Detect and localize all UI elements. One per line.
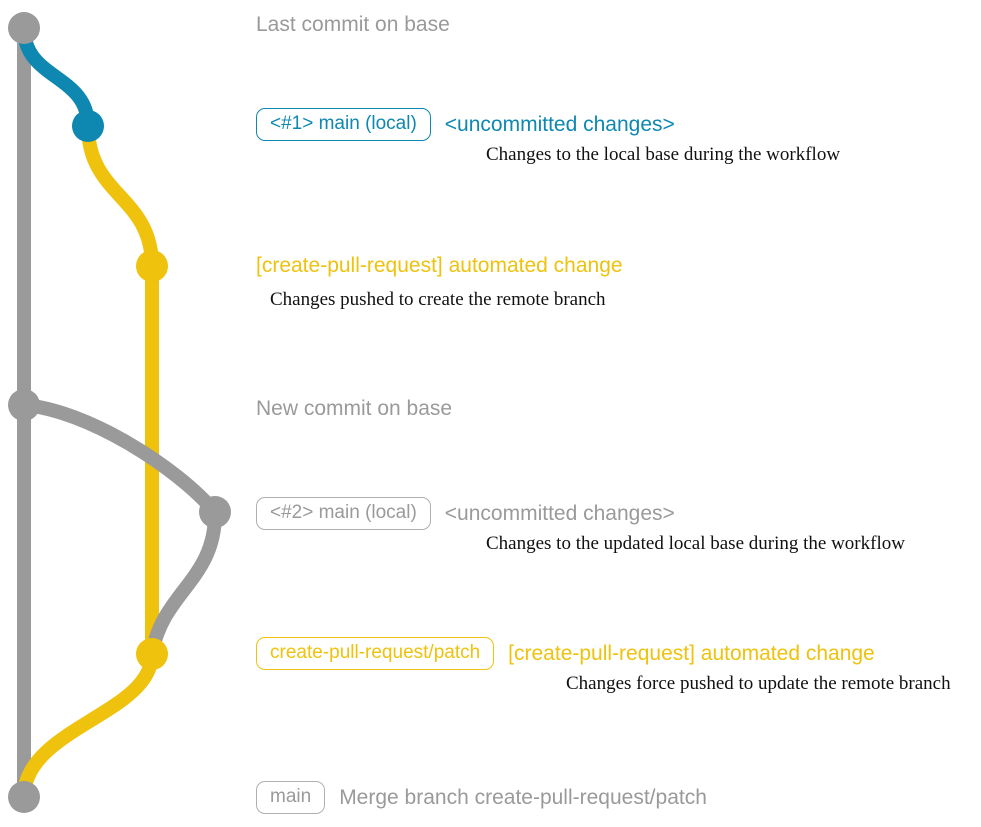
commit-node-remote-2[interactable] [136, 638, 168, 670]
commit-headline: <uncommitted changes> [444, 501, 675, 525]
commit-node-merge[interactable] [8, 781, 40, 813]
commit-headline: [create-pull-request] automated change [256, 254, 623, 277]
branch-pill-remote-2[interactable]: create-pull-request/patch [256, 637, 495, 670]
row-new-commit-on-base: New commit on base [256, 397, 452, 421]
row-remote-1: [create-pull-request] automated change [256, 254, 623, 278]
row-merge: main Merge branch create-pull-request/pa… [256, 781, 707, 814]
row-last-commit-on-base: Last commit on base [256, 13, 450, 37]
commit-node-remote-1[interactable] [136, 250, 168, 282]
commit-node-local-2[interactable] [199, 496, 231, 528]
edge-remote2-to-merge [17, 647, 159, 804]
row-remote-2: create-pull-request/patch [create-pull-r… [256, 637, 875, 670]
commit-subline-local-1: Changes to the local base during the wor… [486, 144, 841, 165]
commit-node-local-1[interactable] [72, 110, 104, 142]
commit-headline: <uncommitted changes> [444, 112, 675, 136]
commit-node-base-head[interactable] [8, 12, 40, 44]
commit-subline-remote-1: Changes pushed to create the remote bran… [270, 289, 606, 310]
branch-pill-main[interactable]: main [256, 781, 326, 814]
edge-base-to-local1 [17, 21, 95, 133]
row-local-2: <#2> main (local) <uncommitted changes> [256, 497, 675, 530]
commit-headline: New commit on base [256, 397, 453, 420]
row-local-1: <#1> main (local) <uncommitted changes> [256, 108, 675, 141]
commit-headline: Merge branch create-pull-request/patch [339, 785, 707, 809]
edge-basenew-to-local2 [17, 398, 222, 519]
commit-node-base-new[interactable] [8, 389, 40, 421]
branch-pill-local-1[interactable]: <#1> main (local) [256, 108, 431, 141]
commit-subline-local-2: Changes to the updated local base during… [486, 533, 905, 554]
commit-headline: [create-pull-request] automated change [508, 641, 875, 665]
commit-subline-remote-2: Changes force pushed to update the remot… [566, 673, 951, 694]
commit-headline: Last commit on base [256, 13, 450, 36]
branch-pill-local-2[interactable]: <#2> main (local) [256, 497, 431, 530]
edge-local1-to-remote1 [81, 119, 159, 273]
edge-local2-to-remote2 [145, 505, 223, 661]
